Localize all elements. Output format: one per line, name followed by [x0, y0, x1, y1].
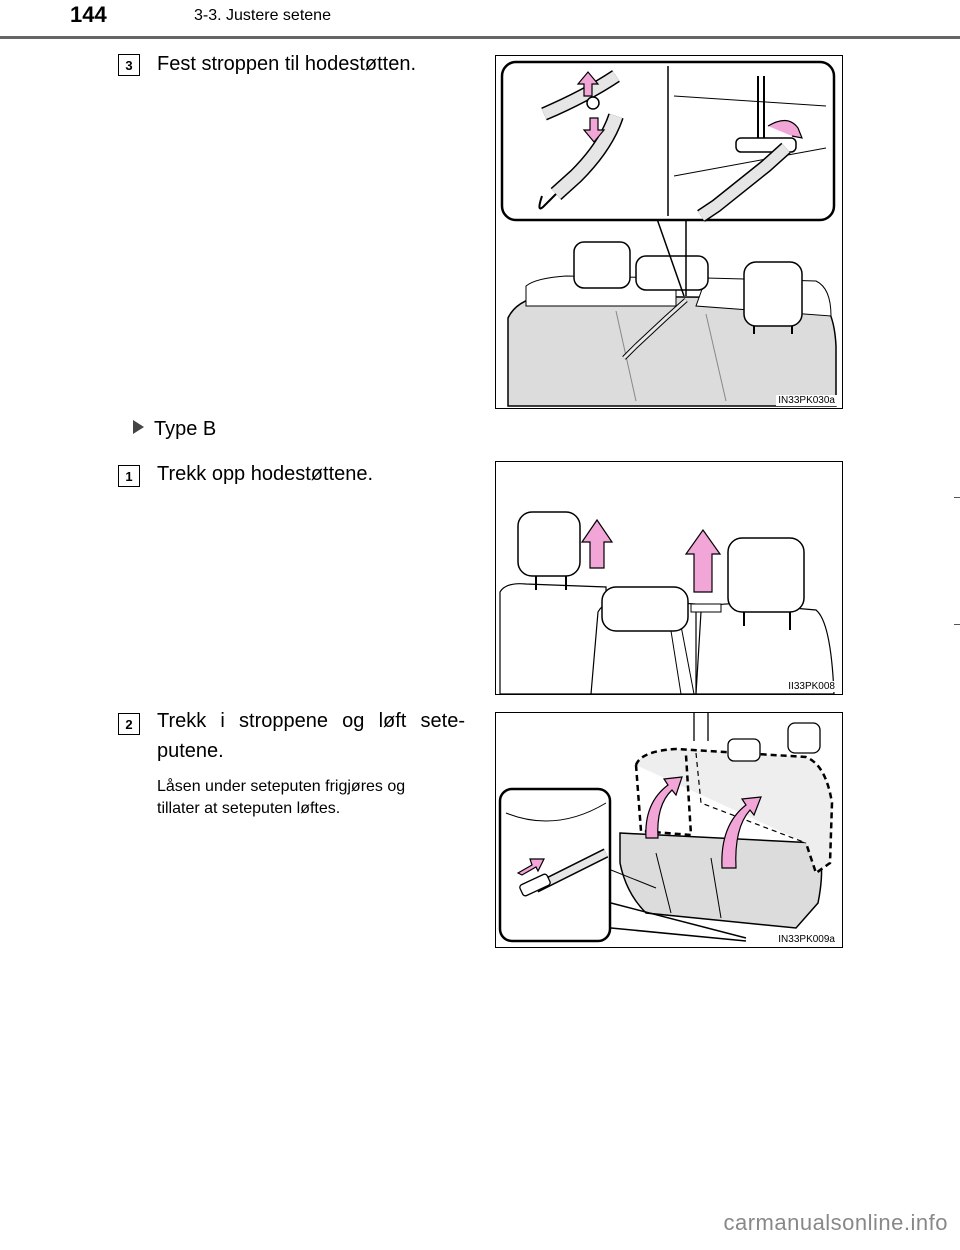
figure-code: IN33PK030a — [776, 395, 837, 406]
cushion-lift-illustration — [498, 713, 834, 943]
step-1-text: Trekk opp hodestøttene. — [157, 463, 374, 485]
section-title: 3-3. Justere setene — [194, 7, 331, 24]
type-b-heading: Type B — [133, 418, 216, 441]
page-number: 144 — [70, 2, 107, 27]
step-badge-2: 2 — [118, 713, 140, 735]
figure-headrests-up: II33PK008 — [495, 461, 843, 695]
step-2-note-line1: Låsen under seteputen frigjøres og — [157, 778, 406, 795]
step-2-text-line1: Trekk i stroppene og løft sete- — [157, 710, 465, 732]
type-b-label: Type B — [154, 418, 217, 440]
header-rule — [0, 36, 960, 39]
step-3-text: Fest stroppen til hodestøtten. — [157, 53, 417, 75]
figure-cushion-lift: IN33PK009a — [495, 712, 843, 948]
step-2-text-line2: putene. — [157, 740, 224, 762]
figure-code: II33PK008 — [786, 681, 837, 692]
triangle-bullet-icon — [133, 420, 144, 434]
step-badge-3: 3 — [118, 54, 140, 76]
step-badge-1: 1 — [118, 465, 140, 487]
edge-tick — [954, 497, 960, 498]
figure-code: IN33PK009a — [776, 934, 837, 945]
headrests-up-illustration — [499, 511, 835, 694]
strap-attach-illustration — [500, 60, 837, 407]
step-2-note-line2: tillater at seteputen løftes. — [157, 800, 341, 817]
figure-strap-attach: IN33PK030a — [495, 55, 843, 409]
edge-tick — [954, 624, 960, 625]
watermark: carmanualsonline.info — [723, 1210, 948, 1235]
